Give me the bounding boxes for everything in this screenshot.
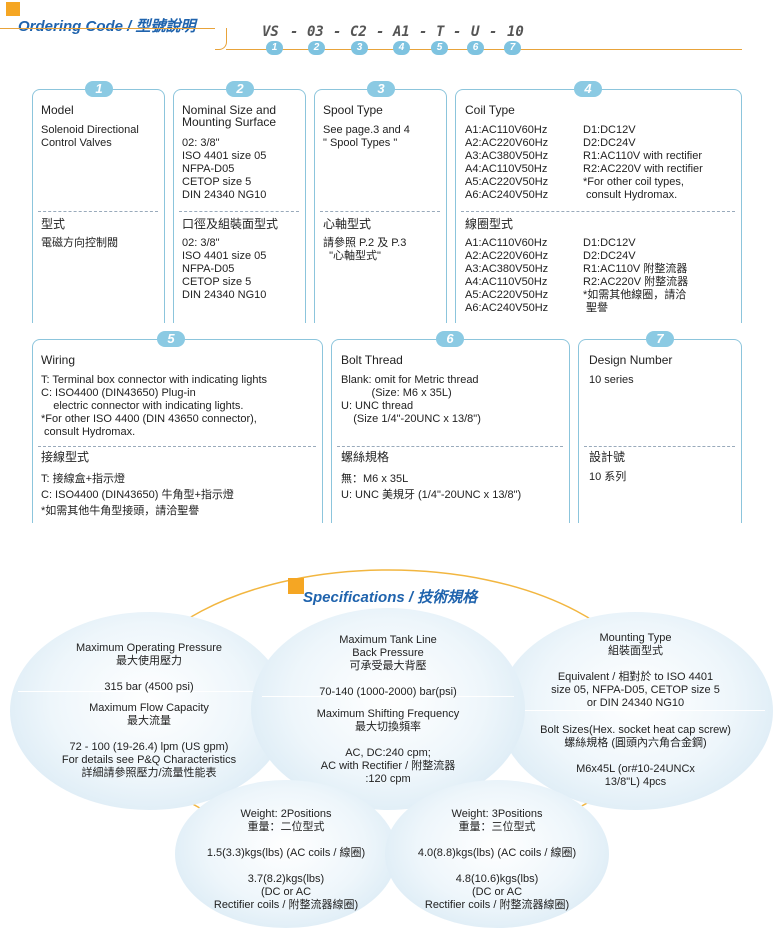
weight-2-positions: Weight: 2Positions 重量：二位型式 1.5(3.3)kgs(l…: [206, 808, 366, 911]
header-accent-square: [6, 2, 20, 16]
nominal-size-title: Nominal Size and Mounting Surface: [182, 103, 277, 129]
design-number-title: Design Number: [589, 353, 673, 367]
divider: [320, 211, 440, 212]
header-rule-long: [226, 49, 742, 50]
code-part: 10: [507, 24, 524, 40]
max-flow-capacity: Maximum Flow Capacity 最大流量 72 - 100 (19-…: [61, 702, 237, 779]
design-number-description-zh: 10 系列: [589, 471, 627, 483]
code-dash: -: [290, 24, 299, 40]
code-part: VS: [262, 24, 279, 40]
spool-type-title: Spool Type: [323, 103, 383, 117]
box-number-badge: 1: [85, 81, 113, 97]
divider: [506, 710, 765, 711]
wiring-description: T: Terminal box connector with indicatin…: [41, 374, 268, 438]
spec-ellipse-weight-3: [385, 780, 609, 928]
box-number-badge: 6: [436, 331, 464, 347]
specs-accent-square: [288, 578, 304, 594]
model-description: Solenoid Directional Control Valves: [41, 124, 139, 149]
model-title: Model: [41, 103, 74, 117]
code-part: U: [471, 24, 480, 40]
bolt-thread-description-zh: 無：M6 x 35L U: UNC 美規牙 (1/4"-20UNC x 13/8…: [341, 473, 522, 501]
box-number-badge: 5: [157, 331, 185, 347]
spool-type-title-zh: 心軸型式: [323, 217, 372, 231]
divider: [337, 446, 563, 447]
divider: [18, 691, 280, 692]
divider: [38, 446, 316, 447]
wiring-description-zh: T: 接線盒+指示燈 C: ISO4400 (DIN43650) 牛角型+指示燈…: [41, 473, 234, 517]
specifications-title: Specifications / 技術規格: [303, 589, 478, 606]
code-index-badge: 4: [393, 41, 410, 55]
divider: [584, 446, 735, 447]
design-number-title-zh: 設計號: [589, 450, 626, 464]
code-dash: -: [419, 24, 428, 40]
divider: [38, 211, 158, 212]
bolt-thread-title-zh: 螺絲規格: [341, 450, 390, 464]
divider: [179, 211, 299, 212]
box-number-badge: 3: [367, 81, 395, 97]
code-part: C2: [350, 24, 367, 40]
divider: [461, 211, 735, 212]
box-number-badge: 7: [646, 331, 674, 347]
design-number-description: 10 series: [589, 374, 634, 386]
nominal-size-title-zh: 口徑及組裝面型式: [182, 217, 279, 231]
nominal-size-description: 02: 3/8" ISO 4401 size 05 NFPA-D05 CETOP…: [182, 137, 267, 201]
code-part: T: [436, 24, 445, 40]
code-dash: -: [376, 24, 385, 40]
mounting-type: Mounting Type 組裝面型式 Equivalent / 相對於 to …: [551, 632, 720, 709]
spec-ellipse-weight-2: [175, 780, 397, 928]
code-index-badge: 1: [266, 41, 283, 55]
spec-ellipse-left: [10, 612, 288, 810]
wiring-title: Wiring: [41, 353, 76, 367]
model-description-zh: 電磁方向控制閥: [41, 237, 118, 249]
wiring-title-zh: 接線型式: [41, 450, 90, 464]
box-number-badge: 4: [574, 81, 602, 97]
header-rule: [0, 28, 215, 29]
coil-type-dc-list: D1:DC12V D2:DC24V R1:AC110V with rectifi…: [583, 124, 703, 201]
max-operating-pressure: Maximum Operating Pressure 最大使用壓力 315 ba…: [75, 642, 223, 693]
max-tank-back-pressure: Maximum Tank Line Back Pressure 可承受最大背壓 …: [319, 634, 457, 698]
model-title-zh: 型式: [41, 217, 66, 231]
code-part: A1: [393, 24, 410, 40]
max-shifting-frequency: Maximum Shifting Frequency 最大切換頻率 AC, DC…: [316, 708, 460, 785]
header-rule-curve: [215, 28, 227, 50]
code-dash: -: [489, 24, 498, 40]
bolt-thread-title: Bolt Thread: [341, 353, 403, 367]
code-part: 03: [307, 24, 324, 40]
weight-3-positions: Weight: 3Positions 重量：三位型式 4.0(8.8)kgs(l…: [417, 808, 577, 911]
bolt-thread-description: Blank: omit for Metric thread (Size: M6 …: [341, 374, 481, 425]
code-index-badge: 3: [351, 41, 368, 55]
code-index-badge: 5: [431, 41, 448, 55]
code-index-badge: 2: [308, 41, 325, 55]
coil-type-title-zh: 線圈型式: [465, 217, 514, 231]
code-index-badge: 7: [504, 41, 521, 55]
code-dash: -: [333, 24, 342, 40]
box-number-badge: 2: [226, 81, 254, 97]
coil-type-ac-list: A1:AC110V60Hz A2:AC220V60Hz A3:AC380V50H…: [465, 124, 549, 201]
divider: [262, 696, 514, 697]
coil-type-dc-list-zh: D1:DC12V D2:DC24V R1:AC110V 附整流器 R2:AC22…: [583, 237, 689, 314]
ordering-code-title: Ordering Code / 型號說明: [18, 18, 196, 35]
spool-type-description: See page.3 and 4 " Spool Types ": [323, 124, 410, 149]
spec-ellipse-right: [498, 612, 773, 810]
nominal-size-description-zh: 02: 3/8" ISO 4401 size 05 NFPA-D05 CETOP…: [182, 237, 267, 301]
code-dash: -: [453, 24, 462, 40]
coil-type-ac-list-zh: A1:AC110V60Hz A2:AC220V60Hz A3:AC380V50H…: [465, 237, 549, 314]
code-index-badge: 6: [467, 41, 484, 55]
bolt-sizes: Bolt Sizes(Hex. socket heat cap screw) 螺…: [540, 724, 731, 788]
coil-type-title: Coil Type: [465, 103, 515, 117]
spool-type-description-zh: 請參照 P.2 及 P.3 "心軸型式": [323, 237, 407, 262]
spec-ellipse-center: [251, 608, 525, 810]
